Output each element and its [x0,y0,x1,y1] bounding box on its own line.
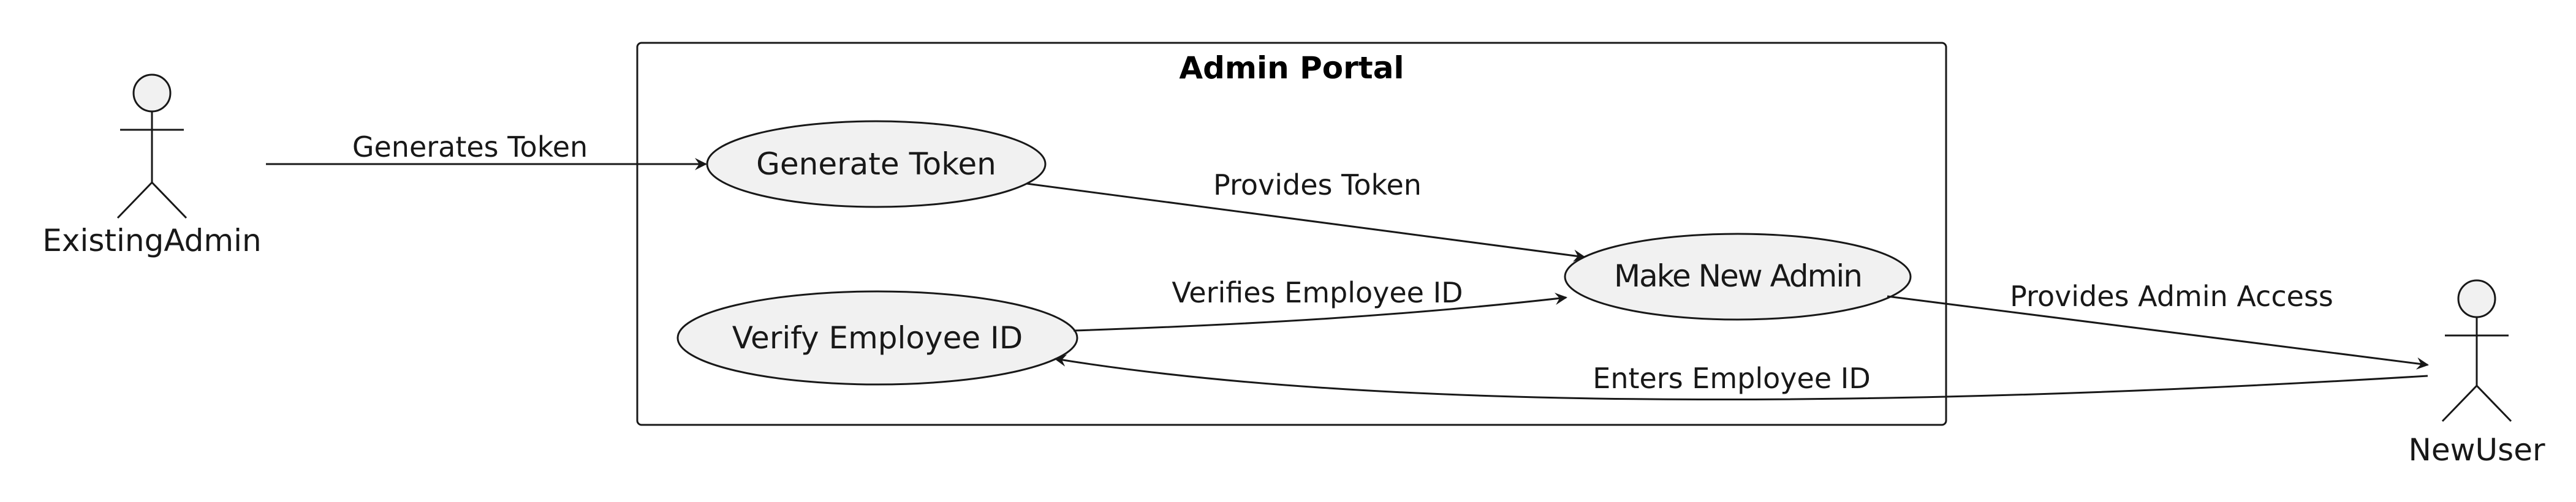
relation-enters-employee-id-line [1054,354,2428,401]
use-case-generate-token-label: Generate Token [756,146,996,182]
actor-new-user[interactable]: NewUser [2408,279,2545,468]
relation-generates-token[interactable]: Generates Token [266,130,707,170]
use-case-verify-employee-id-ellipse [676,290,1078,386]
relation-verifies-employee-id[interactable]: Verifies Employee ID [1073,276,1567,332]
use-case-make-new-admin-label: Make New Admin [1614,258,1862,294]
relation-provides-token-label: Provides Token [1213,168,1422,201]
system-boundary-box [636,42,1947,426]
actor-existing-admin-label: ExistingAdmin [42,223,261,258]
system-title: Admin Portal [1179,50,1404,86]
use-case-make-new-admin[interactable]: Make New Admin [1564,233,1912,321]
actor-existing-admin[interactable]: ExistingAdmin [42,73,262,258]
system-boundary-admin-portal: Admin Portal [636,42,1947,426]
use-case-generate-token[interactable]: Generate Token [706,120,1047,208]
relation-verifies-employee-id-label: Verifies Employee ID [1172,276,1463,309]
relation-provides-admin-access-label: Provides Admin Access [2010,280,2333,313]
relation-enters-employee-id[interactable]: Enters Employee ID [1054,354,2428,401]
relation-verifies-employee-id-line [1073,293,1567,332]
use-case-generate-token-ellipse [706,120,1047,208]
use-case-verify-employee-id-label: Verify Employee ID [732,320,1023,356]
relation-generates-token-label: Generates Token [352,130,588,163]
relation-enters-employee-id-label-bg [1581,361,1881,393]
actor-new-user-icon [2441,279,2512,422]
relation-provides-token-line [1026,182,1586,262]
actor-new-user-label: NewUser [2408,432,2545,468]
relation-provides-token[interactable]: Provides Token [1026,168,1586,262]
use-case-verify-employee-id[interactable]: Verify Employee ID [676,290,1078,386]
relation-provides-admin-access-line [1887,295,2429,370]
actor-existing-admin-icon [116,73,188,219]
use-case-make-new-admin-ellipse [1564,233,1912,321]
relation-enters-employee-id-label: Enters Employee ID [1593,362,1871,395]
relation-provides-admin-access[interactable]: Provides Admin Access [1887,280,2429,370]
